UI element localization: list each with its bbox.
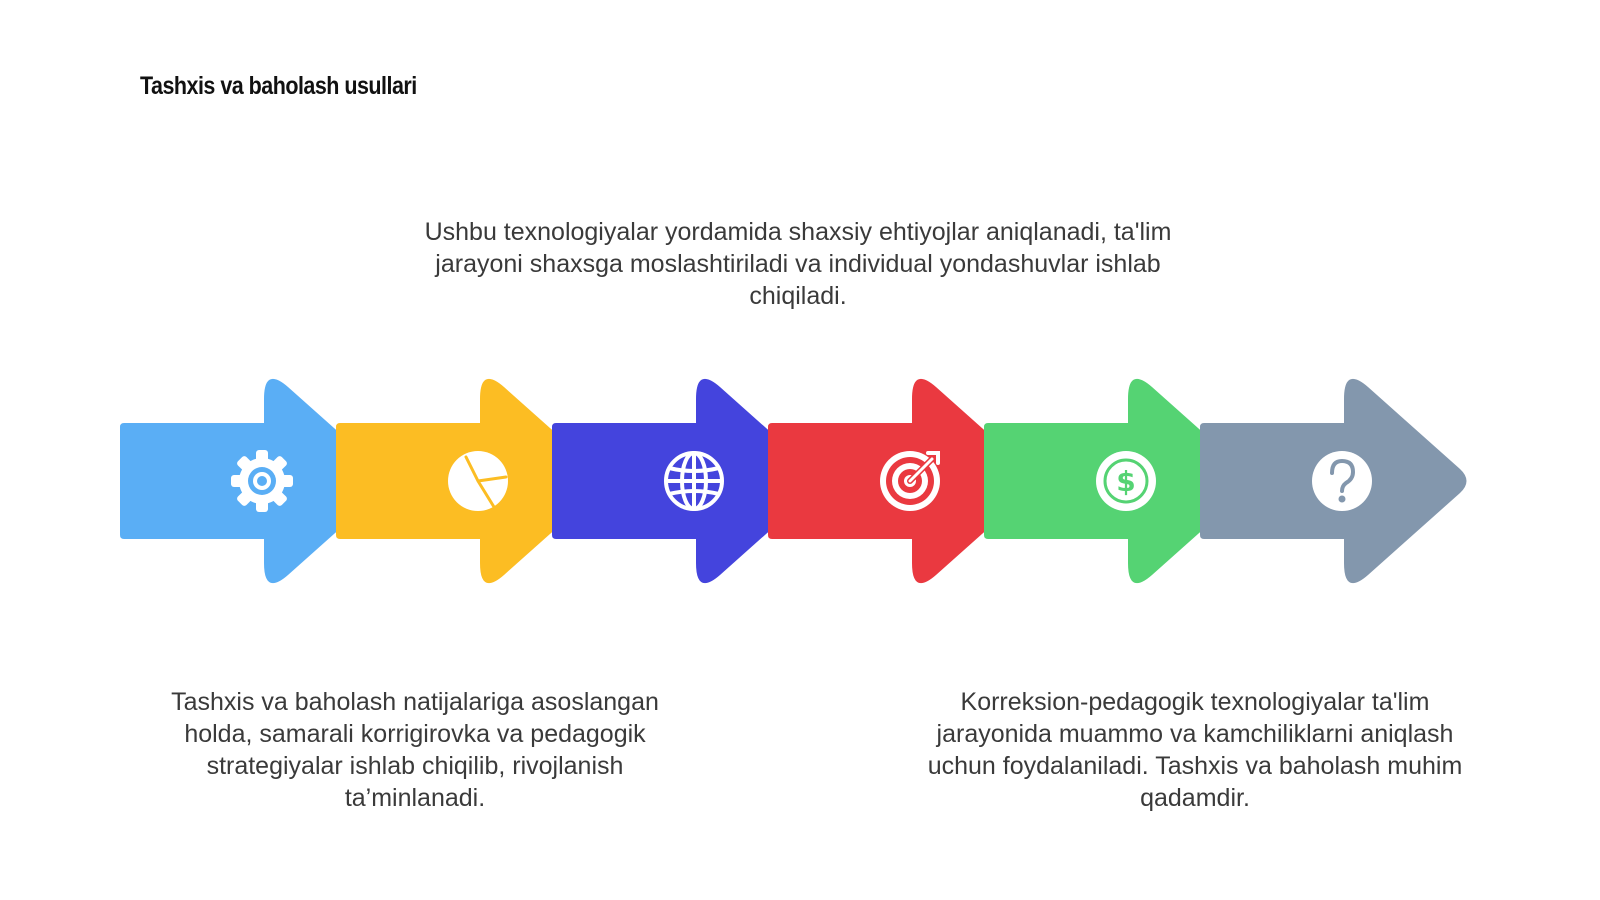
question-icon: [1312, 451, 1372, 511]
pie-chart-icon: [448, 451, 508, 511]
arrow-step-4: [768, 378, 1035, 584]
svg-text:$: $: [1116, 465, 1135, 498]
arrow-step-3: [552, 378, 819, 584]
caption-bottom-right: Korreksion-pedagogik texnologiyalar ta'l…: [927, 688, 1463, 812]
globe-icon: [664, 451, 724, 511]
arrow-step-6: [1200, 378, 1467, 584]
gear-icon: [231, 450, 293, 512]
dollar-coin-icon: $: [1096, 451, 1156, 511]
arrow-step-2: [336, 378, 603, 584]
arrow-step-1: [120, 378, 387, 584]
arrow-step-5: $: [984, 378, 1251, 584]
caption-bottom-left: Tashxis va baholash natijalariga asoslan…: [171, 688, 659, 812]
target-icon: [880, 451, 940, 511]
slide-title: Tashxis va baholash usullari: [140, 72, 417, 100]
caption-top: Ushbu texnologiyalar yordamida shaxsiy e…: [424, 218, 1172, 310]
